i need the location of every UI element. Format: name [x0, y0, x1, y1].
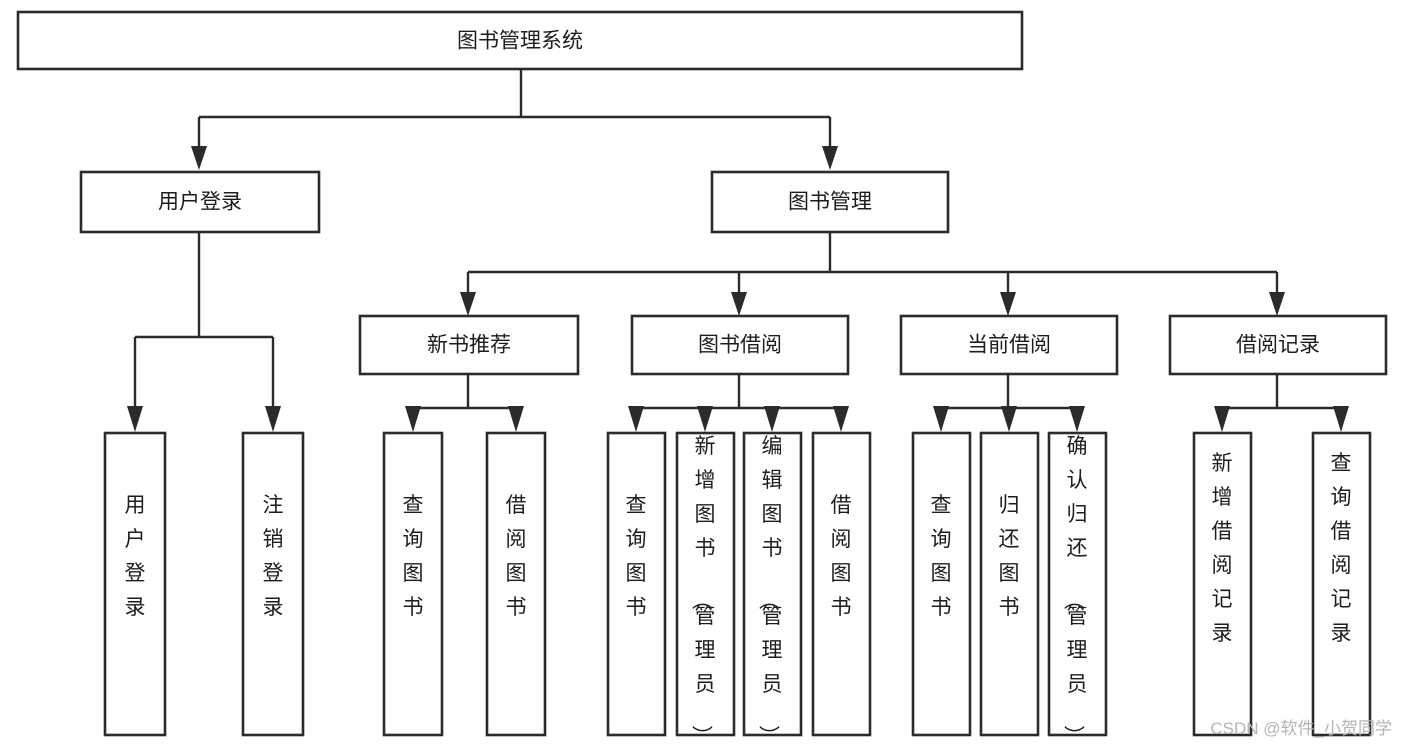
arrowhead-borrow-to-leaf8	[833, 406, 849, 432]
node-leaf12-label: 新增借阅记录	[1212, 452, 1233, 645]
node-leaf1-box[interactable]	[103, 431, 167, 737]
node-leaf11[interactable]: 确认归还（管理员）	[1047, 431, 1108, 746]
node-login-label: 用户登录	[158, 191, 242, 214]
node-leaf3[interactable]: 查询图书	[382, 431, 444, 737]
node-leaf10[interactable]: 归还图书	[979, 431, 1040, 737]
node-leaf1[interactable]: 用户登录	[103, 431, 167, 737]
node-leaf10-label: 归还图书	[999, 494, 1020, 619]
arrowhead-current-to-leaf10	[1001, 406, 1017, 432]
node-leaf13-label: 查询借阅记录	[1331, 452, 1352, 645]
node-leaf5-label: 查询图书	[626, 494, 647, 619]
node-login[interactable]: 用户登录	[79, 170, 321, 234]
node-leaf4-label: 借阅图书	[506, 494, 527, 619]
arrowhead-login-to-leaf2	[265, 406, 281, 432]
arrowhead-current-to-leaf9	[933, 406, 949, 432]
arrowhead-records-to-leaf12	[1214, 406, 1230, 432]
node-newbook-box[interactable]	[358, 314, 580, 376]
node-leaf8[interactable]: 借阅图书	[811, 431, 872, 737]
node-leaf8-label: 借阅图书	[831, 494, 852, 619]
node-leaf11-box[interactable]	[1047, 431, 1108, 737]
node-leaf12[interactable]: 新增借阅记录	[1192, 431, 1253, 737]
arrowhead-records-to-leaf13	[1333, 406, 1349, 432]
node-newbook-label: 新书推荐	[427, 334, 511, 357]
node-bookmgmt-label: 图书管理	[788, 191, 872, 214]
node-leaf13-box[interactable]	[1311, 431, 1372, 737]
node-current-label: 当前借阅	[967, 334, 1051, 357]
node-bookmgmt[interactable]: 图书管理	[710, 170, 950, 234]
node-leaf5[interactable]: 查询图书	[606, 431, 667, 737]
node-root-box[interactable]	[16, 10, 1024, 71]
node-records[interactable]: 借阅记录	[1168, 314, 1388, 376]
node-leaf4[interactable]: 借阅图书	[485, 431, 547, 737]
arrowhead-bookmgmt-to-newbook	[460, 292, 476, 316]
watermark-label: CSDN @软件_小贺同学	[1210, 719, 1392, 738]
node-leaf10-box[interactable]	[979, 431, 1040, 737]
node-borrow-label: 图书借阅	[698, 334, 782, 357]
node-borrow-box[interactable]	[630, 314, 850, 376]
arrowhead-bookmgmt-to-current	[1000, 292, 1016, 316]
node-bookmgmt-box[interactable]	[710, 170, 950, 234]
node-leaf8-box[interactable]	[811, 431, 872, 737]
node-leaf9-box[interactable]	[911, 431, 972, 737]
node-leaf9-label: 查询图书	[931, 494, 952, 619]
node-leaf2[interactable]: 注销登录	[241, 431, 305, 737]
arrowhead-bookmgmt-to-records	[1269, 292, 1285, 316]
arrowhead-root-to-login	[191, 146, 207, 170]
node-borrow[interactable]: 图书借阅	[630, 314, 850, 376]
node-leaf2-box[interactable]	[241, 431, 305, 737]
arrowhead-borrow-to-leaf6	[697, 406, 713, 432]
node-newbook[interactable]: 新书推荐	[358, 314, 580, 376]
node-leaf5-box[interactable]	[606, 431, 667, 737]
node-leaf7-label: 编辑图书（管理员）	[757, 435, 783, 746]
node-records-label: 借阅记录	[1236, 334, 1320, 357]
node-leaf13[interactable]: 查询借阅记录	[1311, 431, 1372, 737]
node-leaf2-label: 注销登录	[263, 494, 284, 619]
arrowhead-login-to-leaf1	[127, 406, 143, 432]
arrowhead-newbook-to-leaf3	[405, 406, 421, 432]
node-leaf6-label: 新增图书（管理员）	[690, 435, 716, 746]
arrowhead-root-to-bookmgmt	[822, 146, 838, 170]
node-leaf1-label: 用户登录	[125, 494, 146, 619]
node-leaf6[interactable]: 新增图书（管理员）	[675, 431, 736, 746]
node-leaf9[interactable]: 查询图书	[911, 431, 972, 737]
arrowhead-newbook-to-leaf4	[508, 406, 524, 432]
node-root-label: 图书管理系统	[457, 30, 583, 53]
arrowhead-borrow-to-leaf7	[764, 406, 780, 432]
node-login-box[interactable]	[79, 170, 321, 234]
node-leaf7-box[interactable]	[742, 431, 803, 737]
node-leaf4-box[interactable]	[485, 431, 547, 737]
connector-layer	[127, 69, 1349, 432]
node-current-box[interactable]	[899, 314, 1119, 376]
node-leaf7[interactable]: 编辑图书（管理员）	[742, 431, 803, 746]
node-records-box[interactable]	[1168, 314, 1388, 376]
arrowhead-current-to-leaf11	[1069, 406, 1085, 432]
node-leaf3-label: 查询图书	[403, 494, 424, 619]
node-root[interactable]: 图书管理系统	[16, 10, 1024, 71]
node-current[interactable]: 当前借阅	[899, 314, 1119, 376]
arrowhead-bookmgmt-to-borrow	[731, 292, 747, 316]
node-leaf11-label: 确认归还（管理员）	[1062, 435, 1088, 746]
node-leaf12-box[interactable]	[1192, 431, 1253, 737]
node-leaf6-box[interactable]	[675, 431, 736, 737]
arrowhead-borrow-to-leaf5	[628, 406, 644, 432]
node-leaf3-box[interactable]	[382, 431, 444, 737]
